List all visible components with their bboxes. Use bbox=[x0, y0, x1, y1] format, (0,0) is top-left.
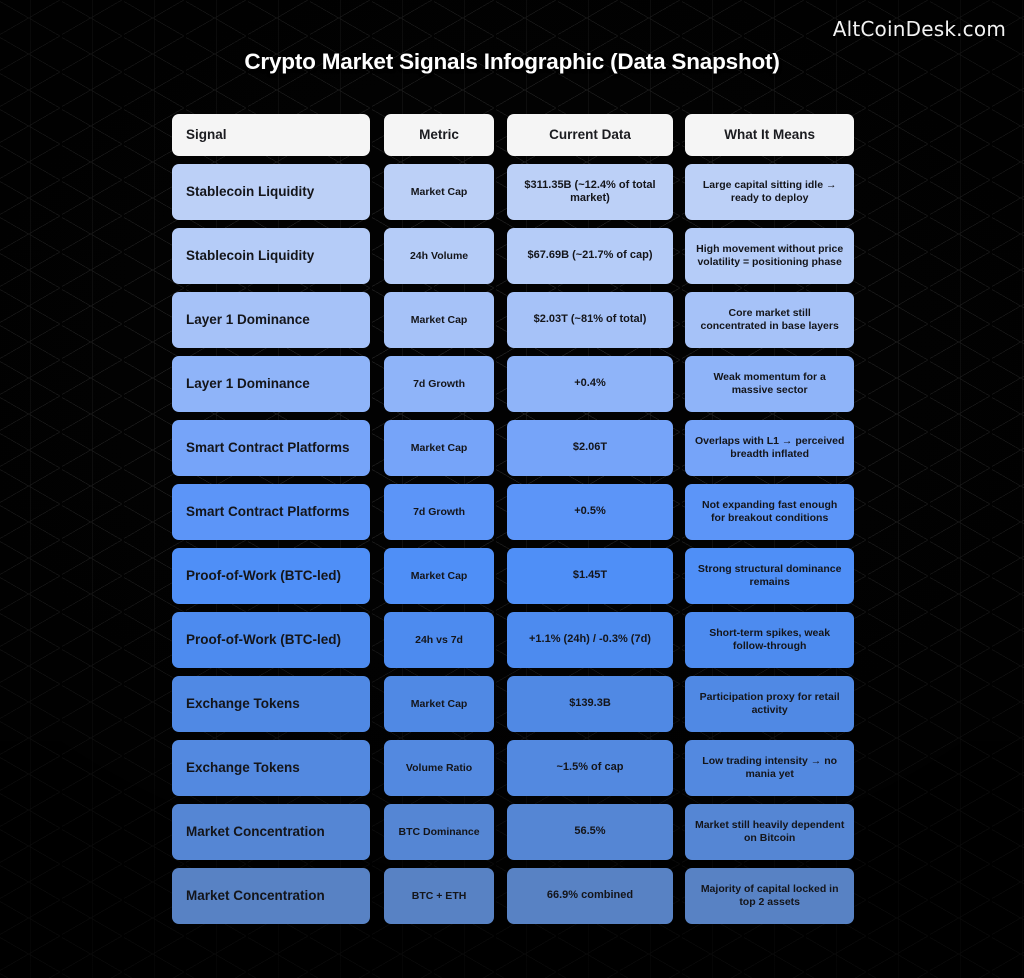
cell-metric: BTC Dominance bbox=[384, 804, 494, 860]
cell-what-it-means: Weak momentum for a massive sector bbox=[685, 356, 854, 412]
cell-signal: Stablecoin Liquidity bbox=[172, 164, 371, 220]
cell-what-it-means: Large capital sitting idle → ready to de… bbox=[685, 164, 854, 220]
cell-what-it-means: Short-term spikes, weak follow-through bbox=[685, 612, 854, 668]
cell-current-data: +0.5% bbox=[506, 484, 674, 540]
cell-current-data: $139.3B bbox=[506, 676, 674, 732]
cell-what-it-means: Core market still concentrated in base l… bbox=[685, 292, 854, 348]
site-watermark: AltCoinDesk.com bbox=[832, 17, 1006, 41]
cell-current-data: $2.06T bbox=[506, 420, 674, 476]
table-row: Proof-of-Work (BTC-led)24h vs 7d+1.1% (2… bbox=[172, 612, 854, 668]
cell-metric: 7d Growth bbox=[384, 356, 494, 412]
column-header-current-data: Current Data bbox=[506, 114, 674, 156]
cell-what-it-means: Low trading intensity → no mania yet bbox=[685, 740, 854, 796]
cell-current-data: $311.35B (~12.4% of total market) bbox=[506, 164, 674, 220]
cell-metric: Market Cap bbox=[384, 676, 494, 732]
cell-metric: Market Cap bbox=[384, 164, 494, 220]
cell-signal: Smart Contract Platforms bbox=[172, 484, 371, 540]
cell-signal: Market Concentration bbox=[172, 804, 371, 860]
cell-current-data: $2.03T (~81% of total) bbox=[506, 292, 674, 348]
column-header-metric: Metric bbox=[384, 114, 494, 156]
cell-current-data: $1.45T bbox=[506, 548, 674, 604]
cell-what-it-means: High movement without price volatility =… bbox=[685, 228, 854, 284]
cell-signal: Stablecoin Liquidity bbox=[172, 228, 371, 284]
cell-metric: Market Cap bbox=[384, 292, 494, 348]
cell-signal: Exchange Tokens bbox=[172, 740, 371, 796]
cell-metric: 24h vs 7d bbox=[384, 612, 494, 668]
cell-current-data: 56.5% bbox=[506, 804, 674, 860]
cell-signal: Proof-of-Work (BTC-led) bbox=[172, 548, 371, 604]
cell-current-data: ~1.5% of cap bbox=[506, 740, 674, 796]
column-header-signal: Signal bbox=[172, 114, 371, 156]
cell-signal: Proof-of-Work (BTC-led) bbox=[172, 612, 371, 668]
cell-signal: Layer 1 Dominance bbox=[172, 292, 371, 348]
cell-metric: Market Cap bbox=[384, 420, 494, 476]
cell-what-it-means: Participation proxy for retail activity bbox=[685, 676, 854, 732]
cell-what-it-means: Majority of capital locked in top 2 asse… bbox=[685, 868, 854, 924]
cell-metric: Market Cap bbox=[384, 548, 494, 604]
cell-current-data: +0.4% bbox=[506, 356, 674, 412]
cell-what-it-means: Market still heavily dependent on Bitcoi… bbox=[685, 804, 854, 860]
cell-signal: Smart Contract Platforms bbox=[172, 420, 371, 476]
cell-signal: Layer 1 Dominance bbox=[172, 356, 371, 412]
cell-signal: Market Concentration bbox=[172, 868, 371, 924]
cell-current-data: +1.1% (24h) / -0.3% (7d) bbox=[506, 612, 674, 668]
table-header-row: Signal Metric Current Data What It Means bbox=[172, 114, 854, 156]
cell-what-it-means: Strong structural dominance remains bbox=[685, 548, 854, 604]
cell-signal: Exchange Tokens bbox=[172, 676, 371, 732]
cell-current-data: $67.69B (~21.7% of cap) bbox=[506, 228, 674, 284]
page-title: Crypto Market Signals Infographic (Data … bbox=[244, 49, 780, 74]
cell-metric: Volume Ratio bbox=[384, 740, 494, 796]
cell-what-it-means: Overlaps with L1 → perceived breadth inf… bbox=[685, 420, 854, 476]
signals-table: Signal Metric Current Data What It Means… bbox=[172, 114, 854, 932]
cell-current-data: 66.9% combined bbox=[506, 868, 674, 924]
cell-metric: BTC + ETH bbox=[384, 868, 494, 924]
cell-what-it-means: Not expanding fast enough for breakout c… bbox=[685, 484, 854, 540]
column-header-what-it-means: What It Means bbox=[685, 114, 854, 156]
cell-metric: 7d Growth bbox=[384, 484, 494, 540]
cell-metric: 24h Volume bbox=[384, 228, 494, 284]
